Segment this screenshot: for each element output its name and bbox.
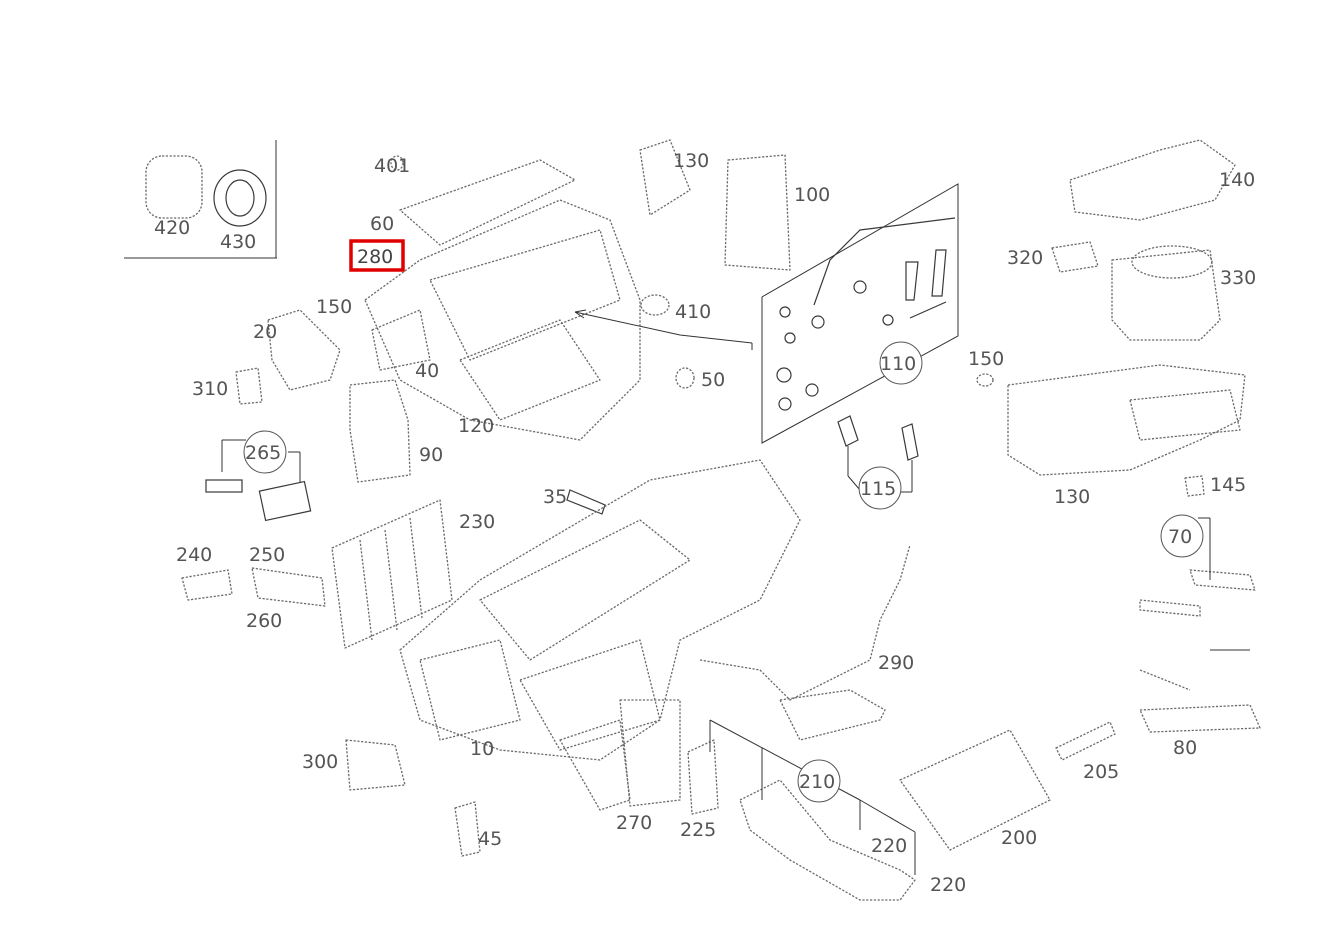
callout-220-upper[interactable]: 220: [871, 835, 907, 857]
part-410: [640, 294, 670, 316]
kit-panel-110: [574, 183, 959, 493]
callout-430[interactable]: 430: [220, 231, 256, 253]
callout-401[interactable]: 401: [374, 155, 410, 177]
callout-220-lower[interactable]: 220: [930, 874, 966, 896]
lower-main-housing: [399, 459, 801, 811]
callout-420[interactable]: 420: [154, 217, 190, 239]
part-35: [566, 489, 606, 515]
callout-205[interactable]: 205: [1083, 761, 1119, 783]
part-90: [349, 379, 411, 483]
part-200: [899, 729, 1051, 851]
callout-225[interactable]: 225: [680, 819, 716, 841]
callout-280-highlight: [349, 239, 405, 272]
part-20: [267, 309, 341, 391]
part-320: [1051, 241, 1099, 273]
part-145: [1184, 475, 1205, 497]
callout-230[interactable]: 230: [459, 511, 495, 533]
upper-engine-block: [364, 159, 641, 441]
callout-250[interactable]: 250: [249, 544, 285, 566]
callout-200[interactable]: 200: [1001, 827, 1037, 849]
part-150b: [976, 373, 994, 387]
callout-35[interactable]: 35: [543, 486, 567, 508]
callout-80[interactable]: 80: [1173, 737, 1197, 759]
part-130b: [1007, 364, 1246, 476]
callout-10[interactable]: 10: [470, 738, 494, 760]
callout-280[interactable]: 280: [357, 246, 393, 268]
callout-210[interactable]: 210: [799, 771, 835, 793]
callout-150-right[interactable]: 150: [968, 348, 1004, 370]
callout-115[interactable]: 115: [860, 478, 896, 500]
part-290: [699, 544, 911, 701]
callout-150-upper-left[interactable]: 150: [316, 296, 352, 318]
callout-60[interactable]: 60: [370, 213, 394, 235]
callout-265[interactable]: 265: [245, 442, 281, 464]
part-100: [724, 154, 791, 271]
part-80: [1139, 704, 1261, 733]
callout-300[interactable]: 300: [302, 751, 338, 773]
callout-110[interactable]: 110: [880, 353, 916, 375]
callout-410[interactable]: 410: [675, 301, 711, 323]
part-265-group: [205, 439, 312, 522]
callout-40[interactable]: 40: [415, 360, 439, 382]
callout-90[interactable]: 90: [419, 444, 443, 466]
part-140: [1069, 139, 1236, 221]
part-70: [1189, 569, 1256, 591]
part-300: [345, 739, 406, 791]
callout-130-top[interactable]: 130: [673, 150, 709, 172]
callout-290[interactable]: 290: [878, 652, 914, 674]
callout-70[interactable]: 70: [1168, 526, 1192, 548]
callout-140[interactable]: 140: [1219, 169, 1255, 191]
part-250: [251, 567, 326, 607]
part-401: [390, 155, 404, 171]
callout-45[interactable]: 45: [478, 828, 502, 850]
inset-panel: [124, 140, 277, 259]
callout-20[interactable]: 20: [253, 321, 277, 343]
callout-50[interactable]: 50: [701, 369, 725, 391]
callout-145[interactable]: 145: [1210, 474, 1246, 496]
part-45: [454, 801, 481, 857]
part-240: [181, 569, 233, 601]
part-220: [739, 779, 916, 901]
part-205: [1055, 721, 1116, 761]
part-130a: [639, 139, 691, 216]
part-50: [675, 367, 695, 389]
part-310: [235, 367, 263, 405]
part-230: [331, 499, 453, 649]
callout-310[interactable]: 310: [192, 378, 228, 400]
callout-320[interactable]: 320: [1007, 247, 1043, 269]
part-225: [687, 739, 719, 815]
callout-240[interactable]: 240: [176, 544, 212, 566]
part-330: [1111, 249, 1221, 341]
callout-120[interactable]: 120: [458, 415, 494, 437]
callout-260[interactable]: 260: [246, 610, 282, 632]
part-430-icon: [213, 169, 267, 227]
callout-130-right[interactable]: 130: [1054, 486, 1090, 508]
callout-330[interactable]: 330: [1220, 267, 1256, 289]
callout-270[interactable]: 270: [616, 812, 652, 834]
callout-100[interactable]: 100: [794, 184, 830, 206]
